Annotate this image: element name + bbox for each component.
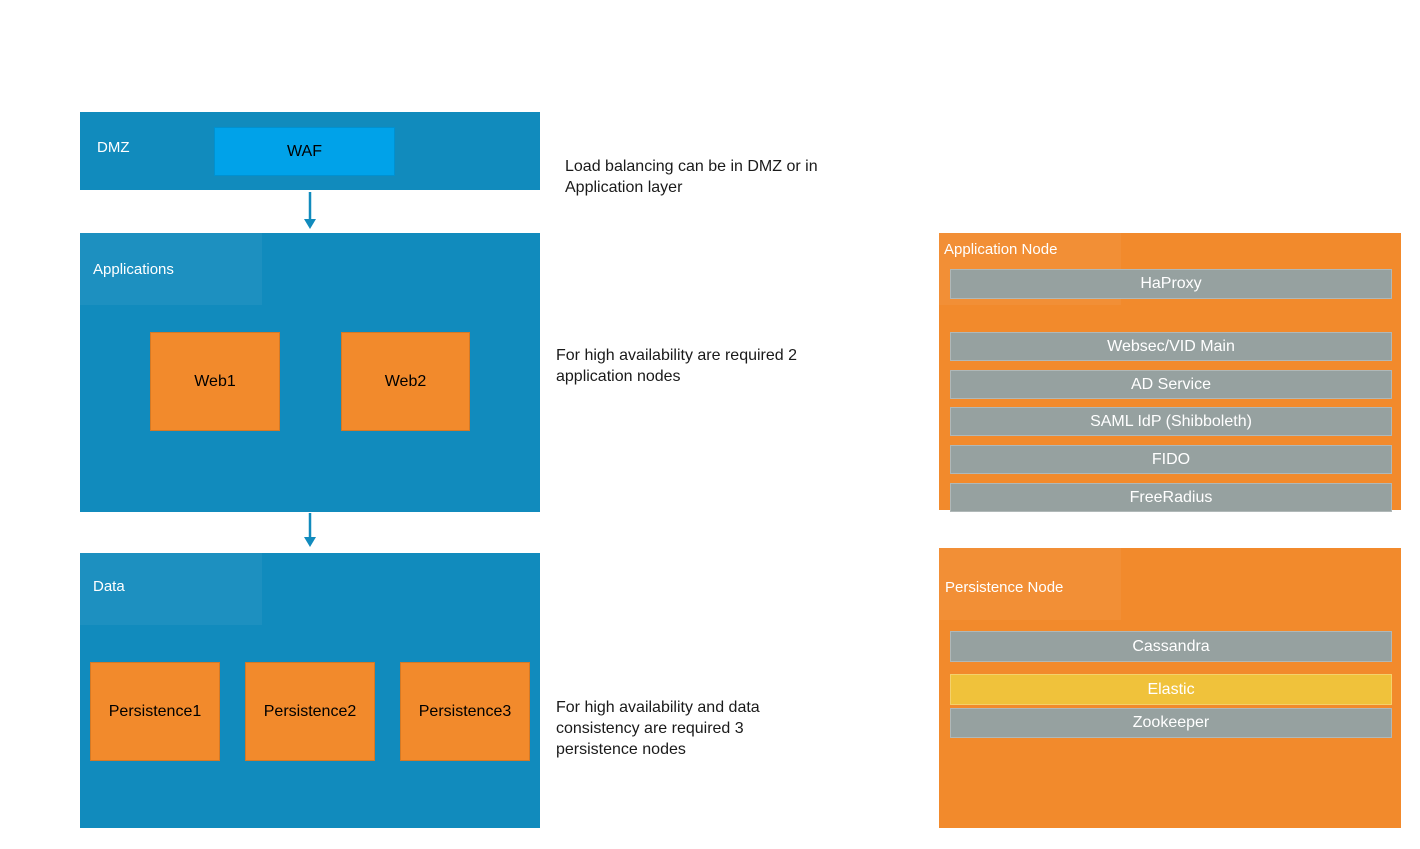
- service-label: AD Service: [1130, 375, 1212, 393]
- web1-box-label: Web1: [194, 372, 236, 390]
- web2-box: Web2: [341, 332, 470, 431]
- service-label: FreeRadius: [1129, 488, 1213, 506]
- waf-box: WAF: [214, 127, 395, 176]
- layer-data-label: Data: [93, 578, 125, 595]
- note-persistence-nodes: For high availability and data consisten…: [556, 699, 760, 758]
- persistence1-box: Persistence1: [90, 662, 220, 761]
- service-bar-zookeeper: Zookeeper: [950, 708, 1392, 738]
- service-label: FIDO: [1151, 450, 1191, 468]
- layer-data: Data Persistence1 Persistence2 Persisten…: [80, 553, 540, 828]
- layer-dmz-label: DMZ: [97, 139, 130, 156]
- node-persistence-label: Persistence Node: [945, 579, 1064, 596]
- service-bar-saml-idp: SAML IdP (Shibboleth): [950, 407, 1392, 436]
- service-label: HaProxy: [1140, 275, 1202, 292]
- note-application-nodes: For high availability are required 2 app…: [556, 347, 798, 385]
- note-load-balancing: Load balancing can be in DMZ or in Appli…: [565, 158, 818, 196]
- service-label: Elastic: [1147, 680, 1195, 698]
- service-label: Websec/VID Main: [1107, 337, 1235, 355]
- web1-box: Web1: [150, 332, 280, 431]
- persistence3-box: Persistence3: [400, 662, 530, 761]
- layer-applications: Applications Web1 Web2: [80, 233, 540, 512]
- service-bar-fido: FIDO: [950, 445, 1392, 474]
- service-bar-websec-vid-main: Websec/VID Main: [950, 332, 1392, 361]
- service-bar-elastic: Elastic: [950, 674, 1392, 705]
- arrow-applications-to-data: [304, 513, 316, 547]
- persistence3-box-label: Persistence3: [418, 702, 512, 720]
- service-bar-cassandra: Cassandra: [950, 631, 1392, 662]
- node-persistence: Persistence Node Cassandra Elastic Zooke…: [939, 548, 1401, 828]
- persistence2-box-label: Persistence2: [263, 702, 357, 720]
- persistence2-box: Persistence2: [245, 662, 375, 761]
- web2-box-label: Web2: [384, 372, 427, 390]
- waf-box-label: WAF: [287, 142, 322, 160]
- persistence1-box-label: Persistence1: [108, 702, 202, 720]
- service-label: Cassandra: [1132, 637, 1210, 655]
- service-label: SAML IdP (Shibboleth): [1090, 412, 1252, 430]
- service-bar-freeradius: FreeRadius: [950, 483, 1392, 512]
- layer-applications-label: Applications: [93, 261, 174, 278]
- service-bar-haproxy: HaProxy: [950, 269, 1392, 299]
- layer-dmz: DMZ WAF: [80, 112, 540, 190]
- service-bar-ad-service: AD Service: [950, 370, 1392, 399]
- node-application: Application Node HaProxy Websec/VID Main…: [939, 233, 1401, 512]
- arrow-dmz-to-applications: [304, 192, 316, 229]
- node-application-label: Application Node: [944, 241, 1058, 258]
- service-label: Zookeeper: [1132, 714, 1210, 731]
